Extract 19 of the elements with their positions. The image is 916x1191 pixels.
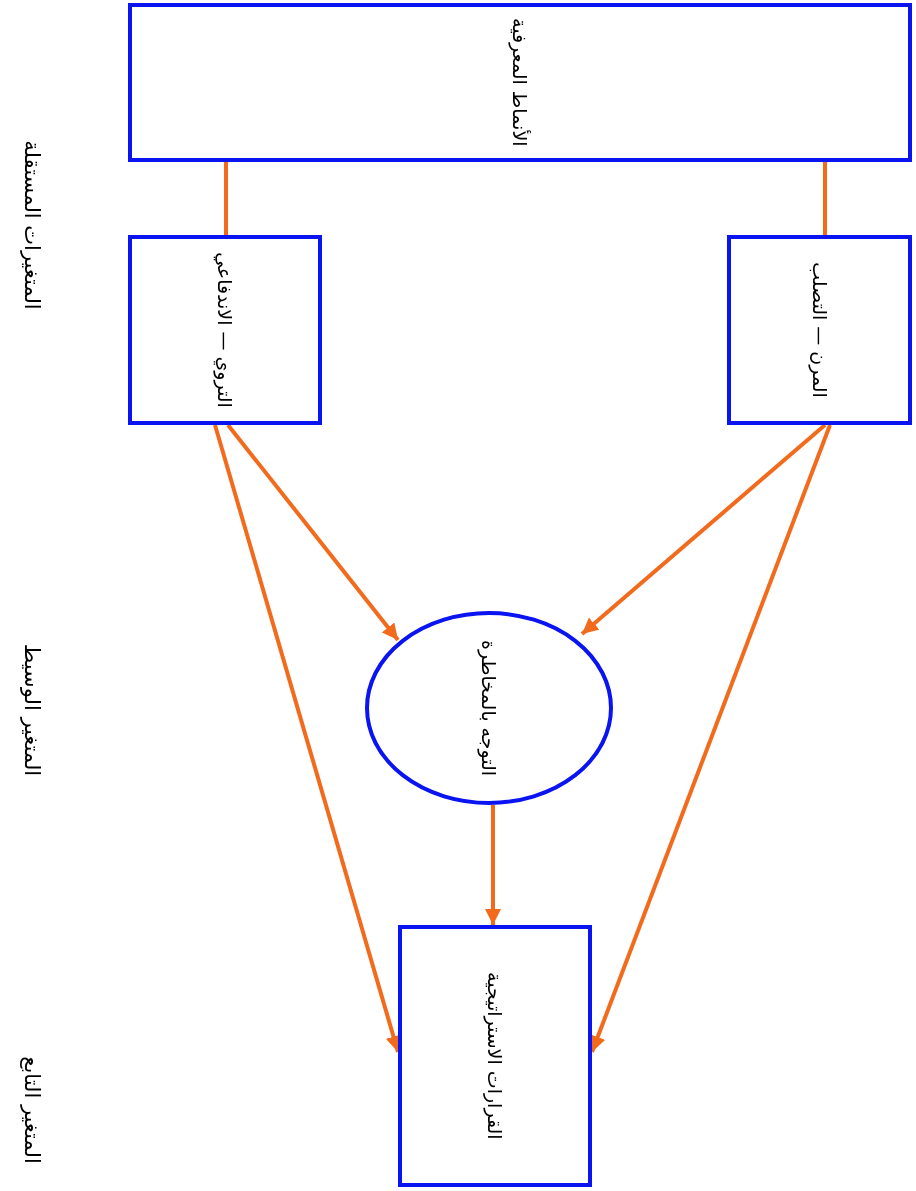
connector-line xyxy=(224,162,228,235)
variable-box xyxy=(128,235,322,425)
connector-line xyxy=(823,162,827,235)
arrow xyxy=(590,424,832,1053)
node-text: القرارات الاستراتيجية xyxy=(483,972,507,1140)
node-text: الأنماط المعرفية xyxy=(508,18,532,147)
node-text: التوجه بالمخاطرة xyxy=(477,639,501,777)
variable-box xyxy=(128,3,912,162)
node-text: التروي — الاندفاعي xyxy=(213,252,237,408)
variable-box xyxy=(398,925,592,1187)
level-label: المتغيرات المستقلة xyxy=(20,140,44,310)
node-text: المرن — التصلب xyxy=(808,262,831,398)
arrow xyxy=(580,423,827,636)
arrow xyxy=(226,423,400,642)
variable-ellipse xyxy=(365,611,613,805)
variable-box xyxy=(727,235,912,425)
arrow xyxy=(485,805,501,925)
level-label: المتغير التابع xyxy=(20,1056,44,1164)
level-label: المتغير الوسيط xyxy=(20,643,44,777)
